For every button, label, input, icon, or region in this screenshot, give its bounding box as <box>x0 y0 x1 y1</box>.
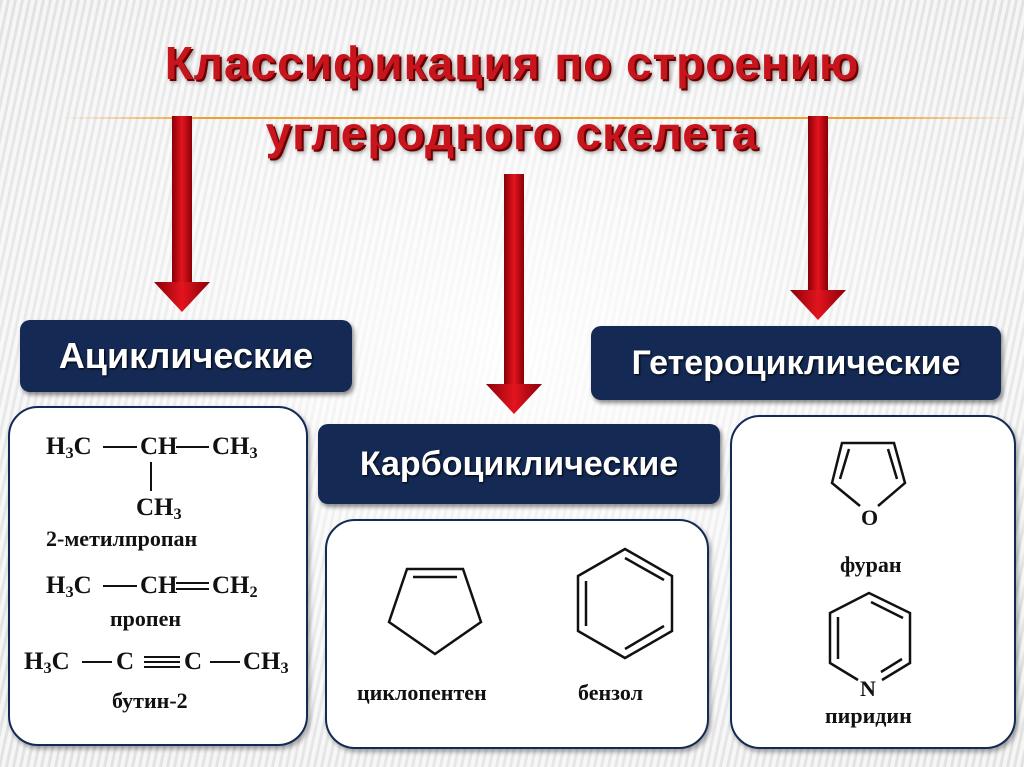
title-line-2: углеродного скелета <box>265 107 759 159</box>
propene-h3c: H3C <box>46 572 92 602</box>
arrow-to-acyclic <box>154 116 210 312</box>
methylpropane-ch3: CH3 <box>212 433 258 463</box>
propene-ch: CH <box>140 572 178 599</box>
methylpropane-branch: CH3 <box>136 494 182 524</box>
pyridine-double-bond <box>870 600 904 620</box>
heterocyclic-structures <box>828 441 912 682</box>
propene-ch2: CH2 <box>212 572 258 602</box>
panel-acyclic <box>8 406 308 746</box>
arrow-to-heterocyclic <box>790 116 846 320</box>
propene-name: пропен <box>110 606 182 631</box>
butyne-name: бутин-2 <box>112 688 188 713</box>
pyridine-ring-icon <box>828 591 912 682</box>
methylpropane-h3c: H3C <box>46 433 92 463</box>
furan-double-bond <box>838 448 851 480</box>
methylpropane-name: 2-метилпропан <box>46 526 198 551</box>
furan-name: фуран <box>840 552 902 577</box>
furan-oxygen-atom: O <box>861 505 879 530</box>
cyclopentene-ring-icon <box>387 567 483 656</box>
pyridine-double-bond <box>880 657 903 674</box>
pyridine-name: пиридин <box>825 703 912 728</box>
title-line-1: Классификация по строению <box>164 37 860 89</box>
label-heterocyclic: Гетероциклические <box>591 326 1001 400</box>
butyne-c3: C <box>184 648 203 675</box>
label-carbocyclic: Карбоциклические <box>318 424 720 504</box>
label-acyclic: Ациклические <box>20 320 352 392</box>
pyridine-nitrogen-atom: N <box>860 676 876 701</box>
butyne-h3c: H3C <box>24 648 70 678</box>
furan-double-bond <box>886 448 899 480</box>
cyclopentene-name: циклопентен <box>357 680 487 705</box>
butyne-c2: C <box>116 648 135 675</box>
benzene-ring-icon <box>576 547 674 660</box>
arrow-to-carbocyclic <box>486 174 542 414</box>
title-underline <box>60 117 1020 119</box>
acyclic-bonds <box>82 446 240 668</box>
panel-carbocyclic <box>325 519 709 749</box>
methylpropane-ch: CH <box>140 433 178 460</box>
butyne-ch3: CH3 <box>243 648 289 678</box>
carbocyclic-structures <box>387 547 674 660</box>
benzene-double-bond <box>624 624 665 651</box>
benzene-double-bond <box>624 556 665 582</box>
benzene-name: бензол <box>578 680 643 705</box>
panel-heterocyclic <box>730 415 1016 749</box>
furan-ring-icon <box>830 441 907 507</box>
